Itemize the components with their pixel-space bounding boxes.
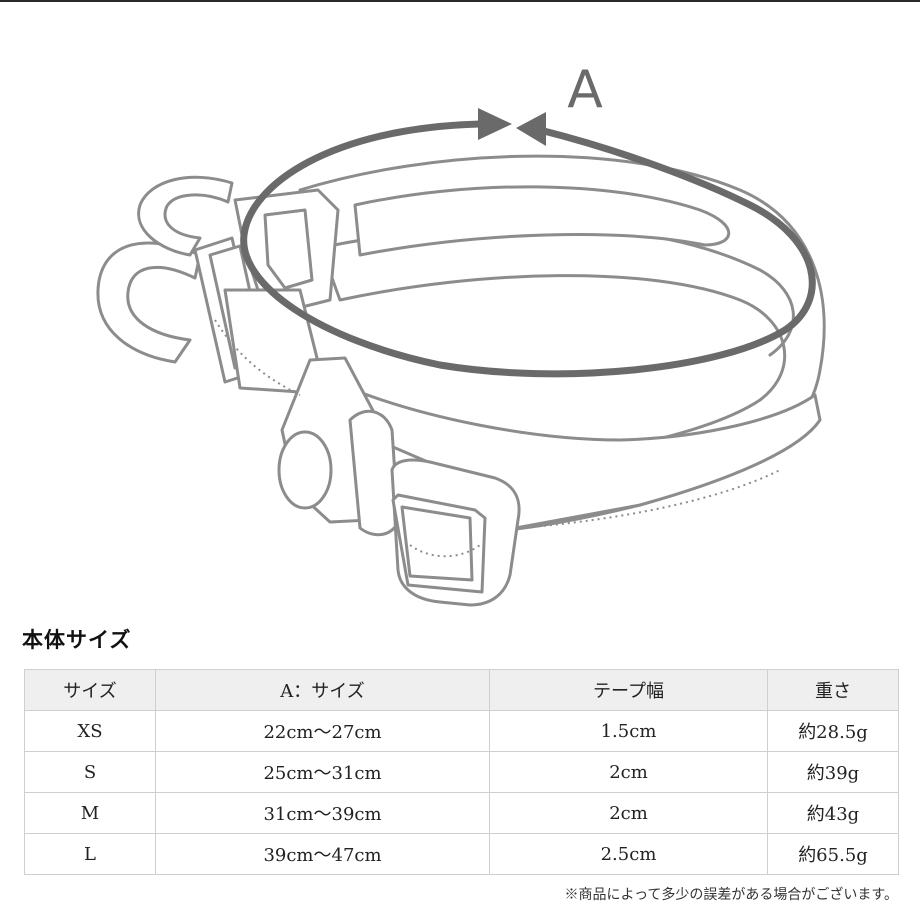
size-table: サイズ A：サイズ テープ幅 重さ XS 22cm〜27cm 1.5cm 約28… [24,669,899,875]
cell-size: L [24,833,156,875]
header-a-size: A：サイズ [155,669,490,711]
section-title: 本体サイズ [22,628,132,652]
footnote: ※商品によって多少の誤差がある場合がございます。 [564,887,898,903]
cell-tape-width: 2cm [489,792,768,834]
front-block-knob [277,430,333,510]
cell-size: S [24,751,156,793]
table-row: M 31cm〜39cm 2cm 約43g [24,792,899,834]
arrowhead-left [478,108,512,140]
cell-tape-width: 2.5cm [489,833,768,875]
dog-collar-illustration: A [96,60,826,607]
tag-holder-slot [400,505,474,582]
table-header-row: サイズ A：サイズ テープ幅 重さ [24,669,899,711]
cell-a-size: 22cm〜27cm [155,710,490,752]
cell-a-size: 39cm〜47cm [155,833,490,875]
header-tape-width: テープ幅 [489,669,768,711]
arrowhead-right [516,112,546,146]
collar-padding [353,185,731,257]
stitch-line-lower [519,469,781,529]
cell-weight: 約43g [767,792,899,834]
measure-arc [240,120,816,378]
cell-size: M [24,792,156,834]
d-ring-upper [137,175,234,257]
arrow-label-a: A [567,60,603,120]
collar-band-bottom [328,378,822,532]
cell-weight: 約39g [767,751,899,793]
table-row: S 25cm〜31cm 2cm 約39g [24,751,899,793]
stitch-line-front [409,544,481,558]
cell-size: XS [24,710,156,752]
top-rule [0,0,920,2]
cell-a-size: 25cm〜31cm [155,751,490,793]
header-size: サイズ [24,669,156,711]
cell-tape-width: 2cm [489,751,768,793]
header-weight: 重さ [767,669,899,711]
buckle-upper-inner [263,208,314,290]
cell-tape-width: 1.5cm [489,710,768,752]
d-ring-large [96,241,202,364]
cell-weight: 約28.5g [767,710,899,752]
table-row: L 39cm〜47cm 2.5cm 約65.5g [24,833,899,875]
cell-weight: 約65.5g [767,833,899,875]
table-row: XS 22cm〜27cm 1.5cm 約28.5g [24,710,899,752]
cell-a-size: 31cm〜39cm [155,792,490,834]
